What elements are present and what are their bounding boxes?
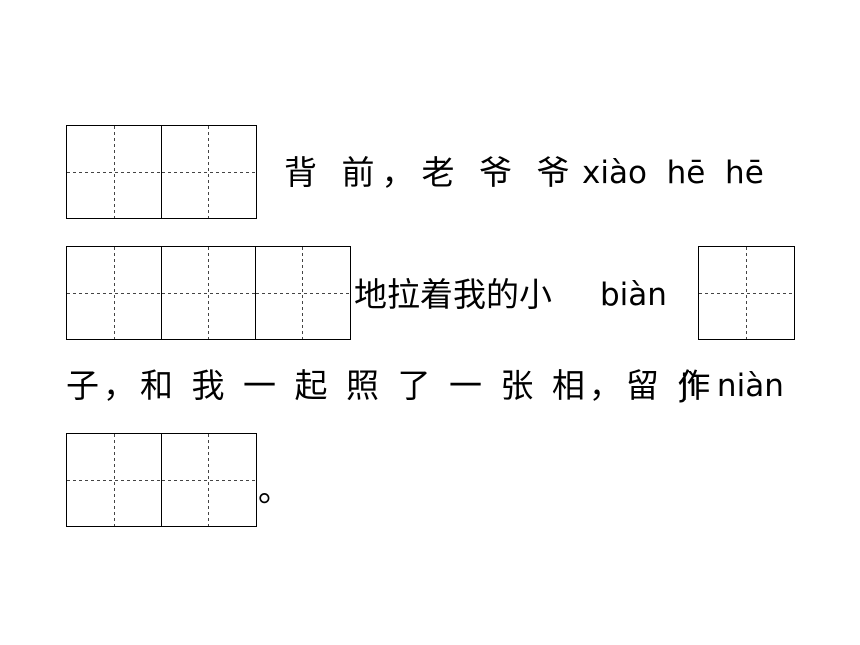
line3-pinyin: jì niàn (680, 368, 784, 404)
char-cell[interactable] (67, 126, 161, 218)
char-cell[interactable] (161, 434, 255, 526)
char-cell[interactable] (161, 126, 255, 218)
line2-pinyin: biàn (600, 277, 667, 313)
char-cell[interactable] (161, 247, 255, 339)
answer-box-line1[interactable] (66, 125, 257, 219)
char-cell[interactable] (255, 247, 349, 339)
answer-box-line2-end[interactable] (698, 246, 795, 340)
line1-text: 背 前，老 爷 爷 (284, 153, 577, 192)
line1-pinyin: xiào hē hē (582, 155, 764, 191)
line4-period: 。 (258, 470, 291, 509)
char-cell[interactable] (699, 247, 793, 339)
char-cell[interactable] (67, 247, 161, 339)
line3-text: 子，和 我 一 起 照 了 一 张 相，留 作 (66, 366, 715, 405)
answer-box-line4[interactable] (66, 433, 257, 527)
char-cell[interactable] (67, 434, 161, 526)
answer-box-line2[interactable] (66, 246, 351, 340)
line2-text: 地拉着我的小 (354, 275, 552, 314)
